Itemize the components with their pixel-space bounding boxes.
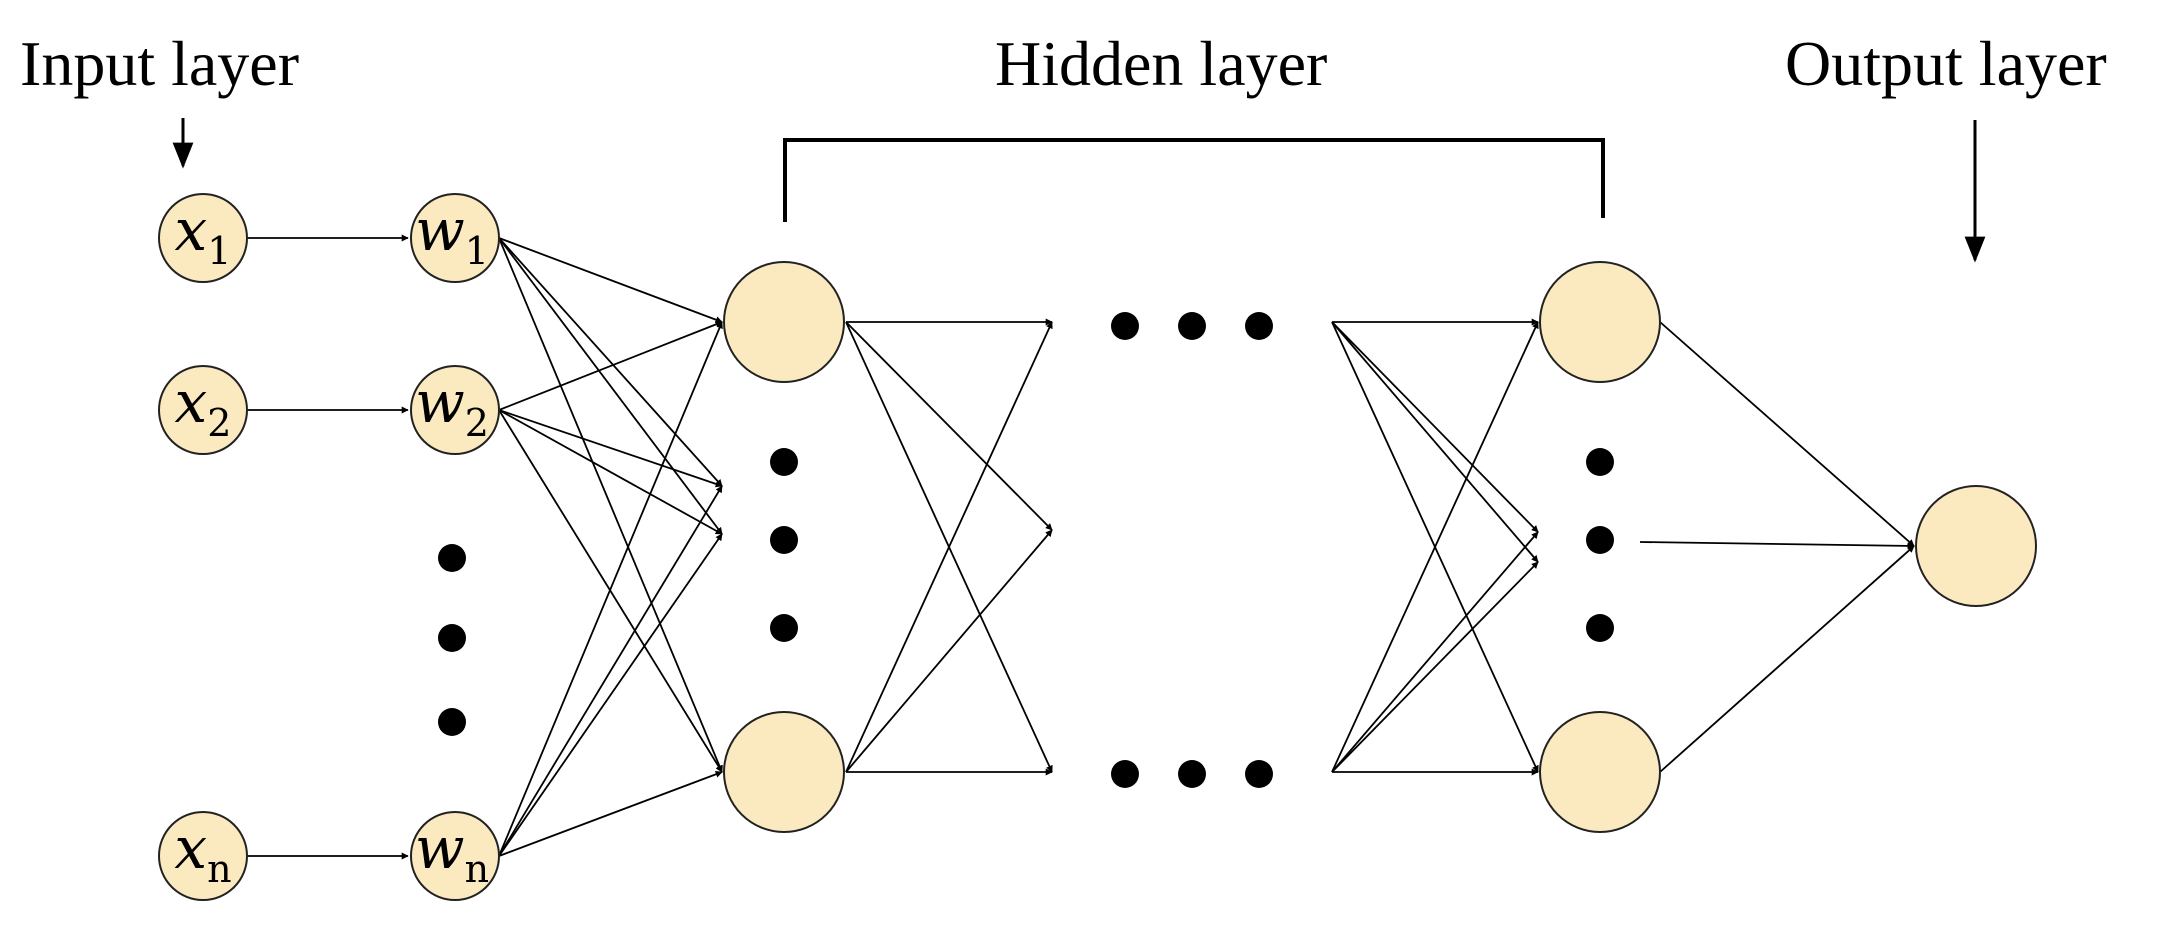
hidden-to-hidden-edge [845,321,1053,531]
hidden-to-hidden-edge [845,321,1053,773]
input-layer-label: Input layer [20,28,299,99]
input-node-2: x2 [158,365,248,455]
hidden-middle-top-ellipsis-dots [1111,312,1273,340]
weight-to-hidden-edge [498,409,723,535]
hidden-to-hidden-edge [1331,561,1539,773]
weight-node-1: w1 [410,193,500,283]
weight-to-hidden-edge [498,237,723,535]
hidden-node-first-bottom [723,711,845,833]
svg-text:w1: w1 [415,196,489,273]
hidden-first-ellipsis-dots [770,448,798,642]
hidden-to-hidden-edge [1331,321,1539,773]
weight-node-2: w2 [410,365,500,455]
output-node [1915,485,2037,607]
svg-text:x1: x1 [175,196,232,273]
weight-node-n: wn [410,811,500,901]
svg-text:x2: x2 [175,368,232,445]
hidden-to-hidden-edge [1331,531,1539,773]
svg-text:w2: w2 [415,368,489,445]
weight-to-hidden-edge [498,770,723,857]
connections [247,234,1915,860]
weight-to-hidden-edge [498,237,723,773]
input-node-n: xn [158,811,248,901]
weight-to-hidden-edge [498,321,723,411]
hidden-to-output-edge [1659,321,1915,547]
weight-to-hidden-edge [498,533,723,857]
hidden-node-first-top [723,261,845,383]
weight-to-hidden-edge [498,321,723,857]
hidden-to-hidden-edge [1331,321,1539,563]
weight-to-hidden-edge [498,237,723,324]
weight-ellipsis-dots [438,544,466,736]
hidden-node-last-bottom [1539,711,1661,833]
svg-text:wn: wn [415,814,489,891]
hidden-layer-bracket [783,138,1605,222]
hidden-layer-label: Hidden layer [995,28,1327,99]
hidden-to-output-edge [1639,541,1915,550]
hidden-to-hidden-edge [845,529,1053,773]
weight-to-hidden-edge [498,409,723,488]
hidden-to-output-edge [1659,545,1915,773]
hidden-last-ellipsis-dots [1586,448,1614,642]
output-layer-label: Output layer [1785,28,2107,99]
input-node-1: x1 [158,193,248,283]
hidden-to-hidden-edge [1331,321,1539,533]
hidden-node-last-top [1539,261,1661,383]
svg-text:xn: xn [174,814,231,891]
weight-to-hidden-edge [498,485,723,857]
hidden-middle-bottom-ellipsis-dots [1111,760,1273,788]
weight-to-hidden-edge [498,237,723,487]
